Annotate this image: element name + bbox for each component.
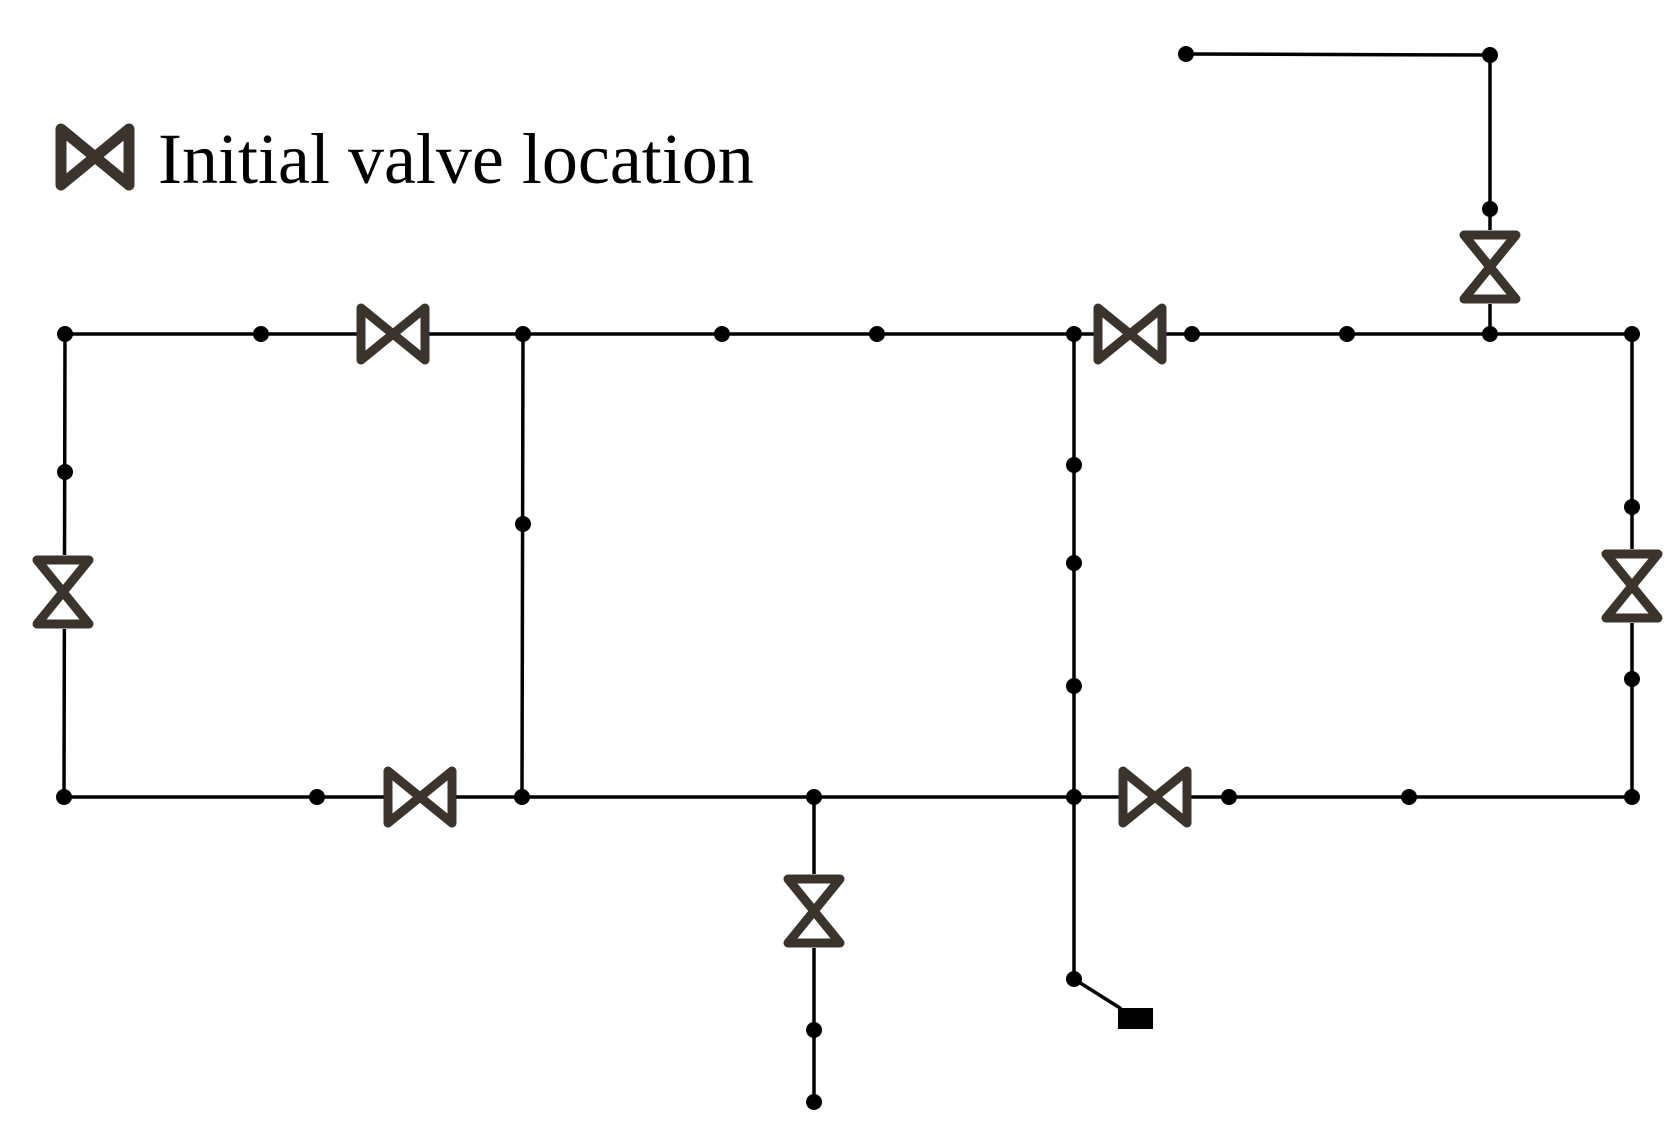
junction-node [1401, 789, 1417, 805]
valve-icon [1093, 303, 1167, 365]
junction-node [1066, 678, 1082, 694]
junction-node [806, 1022, 822, 1038]
pipe [520, 332, 525, 799]
valves [32, 230, 1663, 948]
junction-node [1066, 555, 1082, 571]
legend-valve-icon [55, 123, 135, 191]
valve-icon [1459, 230, 1521, 304]
junction-node [869, 326, 885, 342]
valve-icon [356, 303, 430, 365]
valve-icon [1118, 766, 1192, 828]
reservoir [1118, 1008, 1153, 1029]
junction-node [1221, 789, 1237, 805]
pipe [1072, 977, 1122, 1010]
valve-icon [783, 874, 845, 948]
junction-node [714, 326, 730, 342]
legend-label: Initial valve location [158, 119, 754, 199]
junction-node [1624, 789, 1640, 805]
junction-node [1482, 201, 1498, 217]
junction-node [57, 464, 73, 480]
junction-node [1066, 971, 1082, 987]
junction-node [515, 516, 531, 532]
junction-node [1178, 46, 1194, 62]
junction-node [253, 326, 269, 342]
junction-node [1482, 47, 1498, 63]
junction-node [514, 789, 530, 805]
junction-node [515, 326, 531, 342]
junction-node [806, 789, 822, 805]
junction-node [1624, 671, 1640, 687]
junction-node [1624, 326, 1640, 342]
valve-icon [383, 766, 457, 828]
pipes [62, 52, 1634, 1104]
junction-node [1184, 326, 1200, 342]
junction-nodes [56, 46, 1640, 1110]
junction-node [1066, 789, 1082, 805]
valve-icon [32, 555, 94, 629]
junction-node [1066, 326, 1082, 342]
junction-node [1339, 326, 1355, 342]
junction-node [1624, 499, 1640, 515]
junction-node [309, 789, 325, 805]
junction-node [57, 326, 73, 342]
junction-node [1066, 457, 1082, 473]
junction-node [806, 1094, 822, 1110]
valve-icon [1601, 549, 1663, 623]
pipe [1184, 52, 1492, 336]
junction-node [1482, 326, 1498, 342]
legend: Initial valve location [55, 119, 754, 199]
junction-node [56, 789, 72, 805]
